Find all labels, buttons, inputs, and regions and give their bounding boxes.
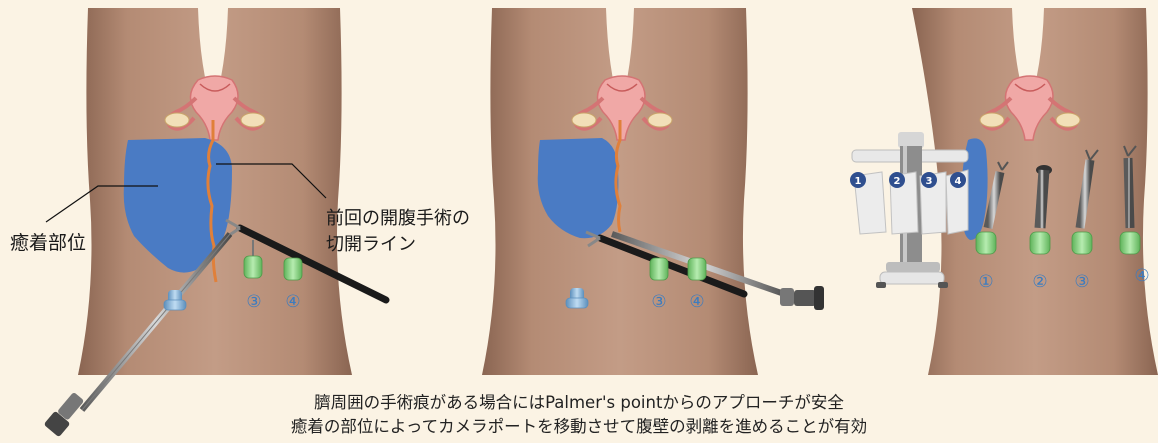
green-port-4 xyxy=(688,258,706,280)
incision-label-line1: 前回の開腹手術の xyxy=(326,208,470,229)
adhesion-label: 癒着部位 xyxy=(10,232,86,254)
green-port-4 xyxy=(284,258,302,280)
torso-middle xyxy=(482,8,758,375)
port-label-1: ① xyxy=(978,272,993,292)
caption-line-2: 癒着の部位によってカメラポートを移動させて腹壁の剥離を進めることが有効 xyxy=(0,413,1158,437)
port-label-3: ③ xyxy=(651,292,666,312)
port-label-4: ④ xyxy=(285,292,300,312)
port-label-4: ④ xyxy=(1134,266,1149,286)
robot-arm-number-2: 2 xyxy=(894,176,901,187)
robot-arm-number-1: 1 xyxy=(855,176,862,187)
port-label-3: ③ xyxy=(1074,272,1089,292)
port-label-2: ② xyxy=(1032,272,1047,292)
green-port-3 xyxy=(650,258,668,280)
caption-line-1: 臍周囲の手術痕がある場合にはPalmer's pointからのアプローチが安全 xyxy=(0,389,1158,413)
panel-right: 1 2 3 4 ① ② ③ ④ xyxy=(850,8,1158,375)
panel-left: ③ ④ 癒着部位 前回の開腹手術の 切開ライン xyxy=(10,8,470,437)
panel-middle: ③ ④ xyxy=(482,8,824,375)
port-label-3: ③ xyxy=(246,292,261,312)
robot-arm-number-3: 3 xyxy=(926,176,933,187)
robot-arm-number-4: 4 xyxy=(955,176,962,187)
incision-label-line2: 切開ライン xyxy=(326,234,416,255)
port-label-4: ④ xyxy=(689,292,704,312)
